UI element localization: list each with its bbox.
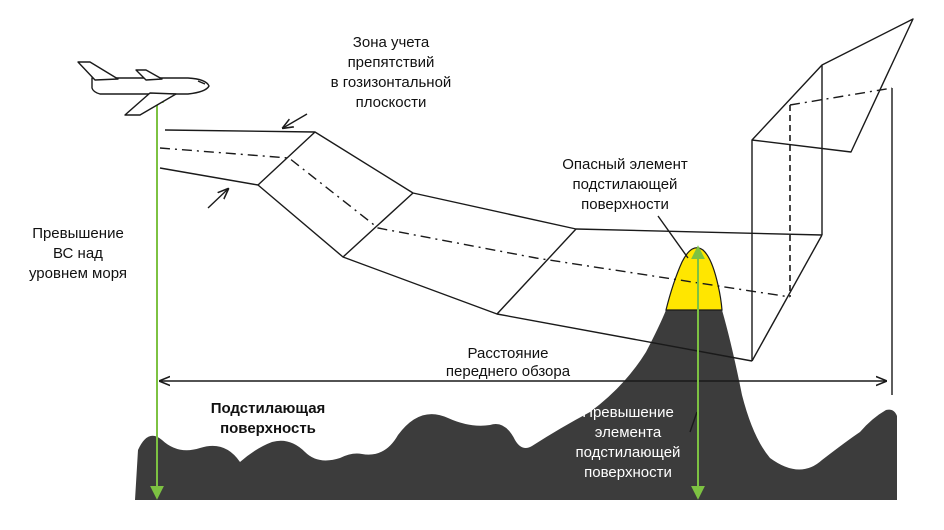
end-box-dashdot-top: [789, 87, 893, 106]
svg-text:подстилающей: подстилающей: [576, 444, 681, 461]
svg-text:переднего обзора: переднего обзора: [446, 363, 571, 380]
forward-distance-label: Расстояние переднего обзора: [446, 345, 571, 380]
svg-text:препятствий: препятствий: [348, 54, 435, 71]
zone-pointer-arrow-lower: [207, 189, 228, 209]
svg-text:элемента: элемента: [595, 424, 662, 441]
underlying-surface-label: Подстилающая поверхность: [211, 400, 326, 437]
terrain-surface: [135, 310, 897, 500]
zone-centerline: [159, 147, 791, 298]
svg-text:Зона учета: Зона учета: [353, 34, 430, 51]
svg-text:Опасный элемент: Опасный элемент: [562, 156, 688, 173]
svg-text:Превышение: Превышение: [582, 404, 674, 421]
section-edge-2: [342, 192, 414, 258]
zone-upper-boundary: [164, 129, 823, 236]
element-height-label: Превышение элемента подстилающей поверхн…: [576, 404, 681, 481]
zone-pointer-arrow-upper: [283, 113, 308, 128]
end-box-edge-b: [751, 234, 823, 362]
svg-text:в гозизонтальной: в гозизонтальной: [331, 74, 452, 91]
svg-text:плоскости: плоскости: [356, 94, 427, 111]
aircraft-height-label: Превышение ВС над уровнем моря: [29, 225, 127, 282]
svg-text:поверхности: поверхности: [581, 196, 669, 213]
svg-text:Превышение: Превышение: [32, 225, 124, 242]
end-box-outline: [751, 18, 914, 361]
svg-text:ВС над: ВС над: [53, 245, 103, 262]
svg-text:поверхность: поверхность: [220, 420, 316, 437]
section-edge-3: [496, 228, 577, 315]
airplane-icon: [77, 61, 210, 116]
svg-text:подстилающей: подстилающей: [573, 176, 678, 193]
danger-pointer-line: [657, 215, 689, 259]
zone-label: Зона учета препятствий в гозизонтальной …: [331, 34, 452, 111]
danger-element-label: Опасный элемент подстилающей поверхности: [562, 156, 688, 213]
svg-text:уровнем моря: уровнем моря: [29, 265, 127, 282]
svg-text:поверхности: поверхности: [584, 464, 672, 481]
svg-text:Подстилающая: Подстилающая: [211, 400, 326, 417]
svg-text:Расстояние: Расстояние: [467, 345, 548, 362]
